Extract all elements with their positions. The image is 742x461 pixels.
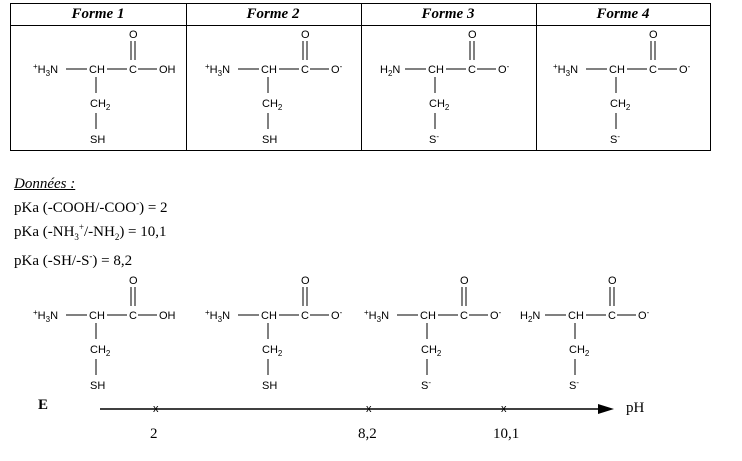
table-form-1-c-end: OH [159,64,176,76]
column-divider [536,4,537,150]
scale-form-1-ch2: CH2 [90,344,111,358]
table-form-2-o-top: O [301,29,310,41]
table-form-2-ch: CH [261,64,277,76]
scale-form-2-o-top: O [301,275,310,287]
table-form-3-n-terminus: H2N [380,64,400,78]
table-form-2-c-end: O- [331,62,343,76]
table-form-2-n-terminus: +H3N [205,62,230,78]
scale-form-2-c: C [301,310,309,322]
donnees-block: Données : pKa (-COOH/-COO-) = 2 pKa (-NH… [14,175,168,271]
ph-axis-label: pH [626,400,645,416]
table-form-3-ch2: CH2 [429,98,450,112]
scale-form-1-ch: CH [89,310,105,322]
table-form-3-c-end: O- [498,62,510,76]
table-form-1-side-chain: SH [90,134,105,146]
table-form-4-n-terminus: +H3N [553,62,578,78]
scale-form-3-c: C [460,310,468,322]
table-form-4-o-top: O [649,29,658,41]
column-divider [186,4,187,150]
table-header-row [11,4,710,26]
scale-form-1-n-terminus: +H3N [33,308,58,324]
table-form-3-o-top: O [468,29,477,41]
ph-axis-arrowhead [598,404,614,414]
scale-form-3-o-top: O [460,275,469,287]
tick-label-8-2: 8,2 [358,426,377,442]
table-form-3-c: C [468,64,476,76]
table-form-4-ch2: CH2 [610,98,631,112]
scale-form-1-c-end: OH [159,310,176,322]
header-forme-3: Forme 3 [421,6,475,22]
table-form-4-side-chain: S- [610,132,620,146]
pka-cooh: pKa (-COOH/-COO-) = 2 [14,198,168,216]
scale-form-3-side-chain: S- [421,378,431,392]
column-divider [361,4,362,150]
table-form-2-c: C [301,64,309,76]
scale-form-4-ch2: CH2 [569,344,590,358]
table-form-3-side-chain: S- [429,132,439,146]
forms-table: Forme 1 Forme 2 Forme 3 Forme 4 [10,3,711,151]
scale-form-4-ch: CH [568,310,584,322]
scale-form-2-n-terminus: +H3N [205,308,230,324]
table-form-2-ch2: CH2 [262,98,283,112]
scale-form-3-ch2: CH2 [421,344,442,358]
scale-form-1-side-chain: SH [90,380,105,392]
tick-mark-2: x [153,403,159,415]
tick-label-2: 2 [150,426,158,442]
header-forme-1: Forme 1 [71,6,125,22]
table-form-4-ch: CH [609,64,625,76]
scale-form-3-ch: CH [420,310,436,322]
table-form-4-c-end: O- [679,62,691,76]
tick-mark-8-2: x [366,403,372,415]
scale-form-2-side-chain: SH [262,380,277,392]
scale-form-2-c-end: O- [331,308,343,322]
table-form-2-side-chain: SH [262,134,277,146]
scale-form-4-o-top: O [608,275,617,287]
table-form-1-ch: CH [89,64,105,76]
scale-form-1-c: C [129,310,137,322]
scale-form-4-c: C [608,310,616,322]
table-form-4-c: C [649,64,657,76]
scale-left-label: E [38,397,49,413]
table-form-1-c: C [129,64,137,76]
scale-form-2-ch2: CH2 [262,344,283,358]
table-form-1-o-top: O [129,29,138,41]
scale-form-1-o-top: O [129,275,138,287]
table-form-1-ch2: CH2 [90,98,111,112]
header-forme-4: Forme 4 [596,6,650,22]
scale-form-3-n-terminus: +H3N [364,308,389,324]
scale-form-4-side-chain: S- [569,378,579,392]
pka-sh: pKa (-SH/-S-) = 8,2 [14,251,133,269]
scale-form-4-c-end: O- [638,308,650,322]
scale-form-2-ch: CH [261,310,277,322]
tick-mark-10-1: x [501,403,507,415]
table-form-1-n-terminus: +H3N [33,62,58,78]
donnees-title: Données : [14,176,76,192]
scale-form-4-n-terminus: H2N [520,310,540,324]
scale-form-3-c-end: O- [490,308,502,322]
table-form-3-ch: CH [428,64,444,76]
tick-label-10-1: 10,1 [493,426,520,442]
header-forme-2: Forme 2 [246,6,300,22]
pka-nh3: pKa (-NH3+/-NH2) = 10,1 [14,222,167,242]
